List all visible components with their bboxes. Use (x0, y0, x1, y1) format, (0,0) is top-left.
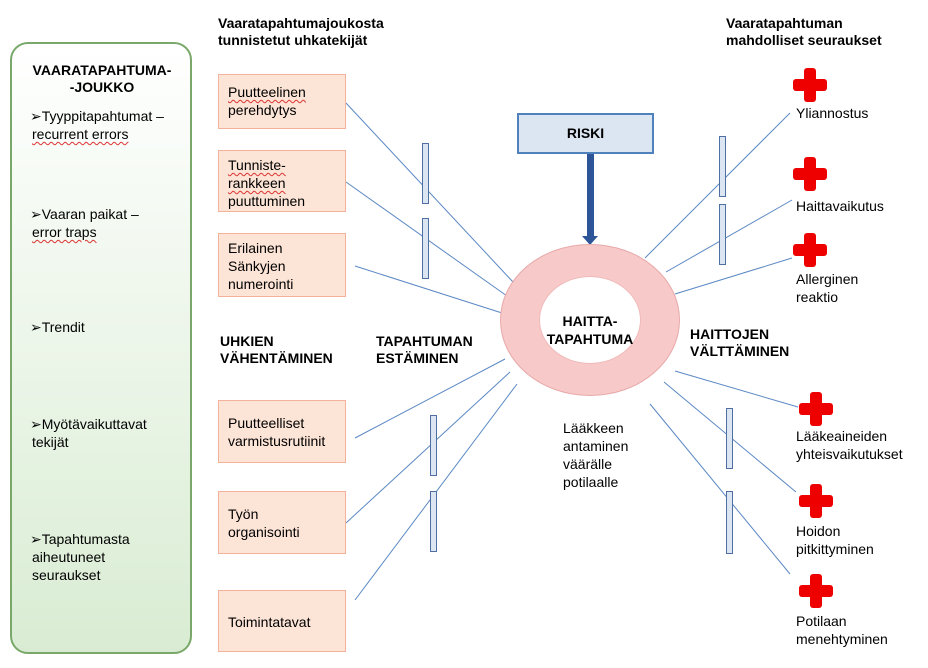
barrier-prevent-2 (422, 218, 429, 279)
line-cons-2 (665, 199, 793, 273)
consequence-adverse-effect: Haittavaikutus (796, 198, 884, 214)
consequence-prolonged-care: Hoidon pitkittyminen (796, 523, 874, 557)
threats-heading: Vaaratapahtumajoukosta tunnistetut uhkat… (218, 15, 384, 48)
panel-item-contributing-factors: ➢Myötävaikuttavat tekijät (30, 416, 147, 450)
red-cross-icon (793, 68, 827, 102)
panel-title: VAARATAPAHTUMA- -JOUKKO (32, 62, 172, 95)
harm-event-ring-center (539, 276, 641, 364)
line-cons-1 (644, 112, 791, 259)
barrier-prevent-1 (422, 143, 429, 204)
threat-box-practices: Toimintatavat (218, 590, 346, 652)
panel-item-error-traps: ➢Vaaran paikat – error traps (30, 206, 139, 240)
barrier-avoid-3 (726, 408, 733, 469)
line-cons-3 (674, 257, 793, 295)
panel-item-recurrent-errors: ➢Tyyppitapahtumat – recurrent errors (30, 108, 164, 142)
line-cons-6 (649, 403, 791, 575)
consequence-allergic-reaction: Allerginen reaktio (796, 271, 859, 305)
consequences-heading: Vaaratapahtuman mahdolliset seuraukset (726, 15, 882, 48)
threat-box-work-organization: Työn organisointi (218, 491, 346, 554)
consequence-drug-interactions: Lääkeaineiden yhteisvaikutukset (796, 428, 903, 462)
red-cross-icon (799, 574, 833, 608)
harm-avoidance-heading: HAITTOJEN VÄLTTÄMINEN (690, 326, 790, 359)
barrier-avoid-2 (719, 204, 726, 265)
threat-box-onboarding: Puutteelinen perehdytys (218, 74, 346, 129)
risk-box: RISKI (517, 113, 654, 154)
panel-item-trends: ➢Trendit (30, 319, 85, 335)
barrier-prevent-3 (430, 415, 437, 476)
threat-box-bed-numbering: Erilainen Sänkyjen numerointi (218, 233, 346, 297)
arrow-head (582, 236, 598, 245)
event-prevention-heading: TAPAHTUMAN ESTÄMINEN (376, 333, 473, 366)
arrow-down-icon (587, 154, 594, 236)
line-threat-5 (345, 371, 511, 524)
red-cross-icon (799, 392, 833, 426)
threat-box-verification: Puutteelliset varmistusrutiinit (218, 400, 346, 463)
harm-event-label: HAITTA- TAPAHTUMA (546, 313, 634, 347)
red-cross-icon (793, 233, 827, 267)
barrier-avoid-1 (719, 136, 726, 197)
consequence-overdose: Yliannostus (796, 105, 869, 121)
threat-reduction-heading: UHKIEN VÄHENTÄMINEN (220, 333, 333, 366)
event-group-panel (10, 42, 192, 654)
line-threat-1 (345, 102, 514, 283)
red-cross-icon (793, 157, 827, 191)
barrier-avoid-4 (726, 491, 733, 554)
barrier-prevent-4 (430, 491, 437, 552)
harm-event-description: Lääkkeen antaminen väärälle potilaalle (563, 420, 629, 490)
red-cross-icon (799, 484, 833, 518)
panel-item-consequences: ➢Tapahtumasta aiheutuneet seuraukset (30, 531, 130, 583)
threat-box-id-band: Tunniste- rankkeen puuttuminen (218, 150, 346, 212)
consequence-patient-death: Potilaan menehtyminen (796, 613, 888, 647)
line-cons-4 (674, 370, 799, 408)
line-threat-4 (354, 358, 506, 439)
line-threat-3 (354, 265, 503, 314)
